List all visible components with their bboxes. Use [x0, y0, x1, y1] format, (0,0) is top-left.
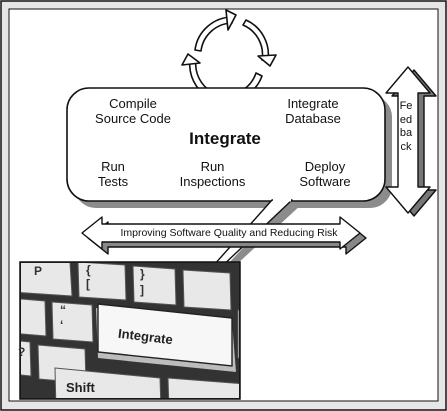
integrate-key: [96, 303, 236, 372]
key-question-label: ?: [18, 345, 26, 359]
key-quote-bottom: ‘: [60, 318, 64, 332]
feedback-label: Feedback: [399, 100, 413, 153]
quality-banner-text: Improving Software Quality and Reducing …: [120, 227, 338, 239]
center-title: Integrate: [189, 129, 261, 148]
key-bracket-top: }: [140, 267, 145, 281]
shift-key-label: Shift: [66, 380, 95, 395]
step-run-inspections: Run Inspections: [179, 159, 246, 189]
step-compile: Compile Source Code: [95, 96, 171, 126]
feedback-arrow: [385, 66, 437, 217]
key-quote-top: “: [60, 303, 66, 317]
key-bracket-bottom: ]: [140, 283, 144, 297]
step-integrate-database: Integrate Database: [285, 96, 341, 126]
key-brace-top: {: [86, 263, 91, 277]
quality-arrow: [81, 216, 367, 255]
step-deploy: Deploy Software: [299, 159, 351, 189]
step-run-tests: Run Tests: [97, 159, 129, 189]
key-p-label: P: [34, 264, 43, 278]
key-brace-bottom: [: [86, 277, 90, 291]
keyboard-photo: [19, 261, 241, 400]
